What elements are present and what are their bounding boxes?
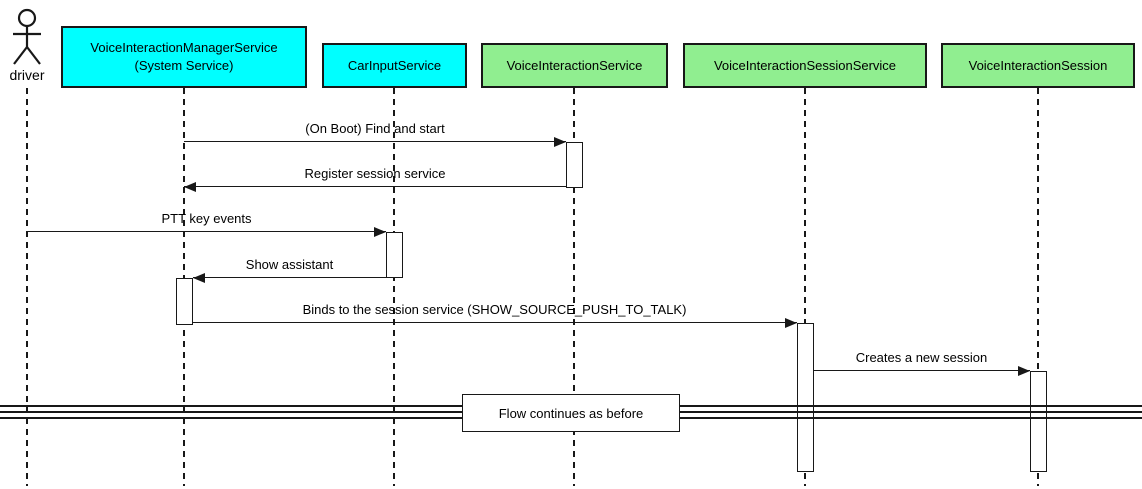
participant-voice-interaction-manager-service: VoiceInteractionManagerService (System S… — [61, 26, 307, 88]
participant-label: VoiceInteractionSession — [968, 57, 1108, 73]
message-binds-to-session-service: Binds to the session service (SHOW_SOURC… — [192, 302, 797, 328]
lifeline-driver — [26, 88, 28, 486]
lifeline-voice-interaction-session — [1037, 88, 1039, 486]
participant-car-input-service: CarInputService — [322, 43, 467, 88]
message-register-session-service: Register session service — [184, 166, 566, 192]
message-line — [192, 322, 797, 323]
message-line — [193, 277, 386, 278]
message-label: (On Boot) Find and start — [305, 121, 445, 136]
activation-voice-interaction-session — [1030, 371, 1047, 472]
message-line — [184, 186, 566, 187]
arrowhead-right-icon — [1018, 365, 1030, 376]
arrowhead-left-icon — [193, 272, 205, 283]
lifeline-voice-interaction-session-service — [804, 88, 806, 486]
message-line — [27, 231, 386, 232]
divider-label-box: Flow continues as before — [462, 394, 680, 432]
arrowhead-right-icon — [785, 317, 797, 328]
arrowhead-left-icon — [184, 181, 196, 192]
message-label: PTT key events — [161, 211, 252, 226]
message-label: Register session service — [304, 166, 446, 181]
message-label: Show assistant — [245, 257, 334, 272]
message-line — [184, 141, 566, 142]
message-show-assistant: Show assistant — [193, 257, 386, 283]
divider-label: Flow continues as before — [498, 405, 644, 421]
actor-driver-label: driver — [9, 67, 45, 83]
message-line — [813, 370, 1030, 371]
message-label: Creates a new session — [855, 350, 988, 365]
participant-label: VoiceInteractionService — [506, 57, 643, 73]
participant-voice-interaction-session: VoiceInteractionSession — [941, 43, 1135, 88]
message-on-boot-find-and-start: (On Boot) Find and start — [184, 121, 566, 147]
participant-label: CarInputService — [347, 57, 442, 73]
activation-voice-interaction-service — [566, 142, 583, 188]
message-creates-new-session: Creates a new session — [813, 350, 1030, 376]
message-label: Binds to the session service (SHOW_SOURC… — [302, 302, 687, 317]
participant-voice-interaction-service: VoiceInteractionService — [481, 43, 668, 88]
participant-label: VoiceInteractionManagerService (System S… — [90, 40, 278, 73]
activation-voice-interaction-manager-service — [176, 278, 193, 325]
participant-voice-interaction-session-service: VoiceInteractionSessionService — [683, 43, 927, 88]
message-ptt-key-events: PTT key events — [27, 211, 386, 237]
actor-driver-icon — [13, 8, 41, 65]
arrowhead-right-icon — [554, 136, 566, 147]
arrowhead-right-icon — [374, 226, 386, 237]
activation-car-input-service — [386, 232, 403, 278]
activation-voice-interaction-session-service — [797, 323, 814, 472]
participant-label: VoiceInteractionSessionService — [713, 57, 897, 73]
lifeline-voice-interaction-service — [573, 88, 575, 486]
lifeline-car-input-service — [393, 88, 395, 486]
